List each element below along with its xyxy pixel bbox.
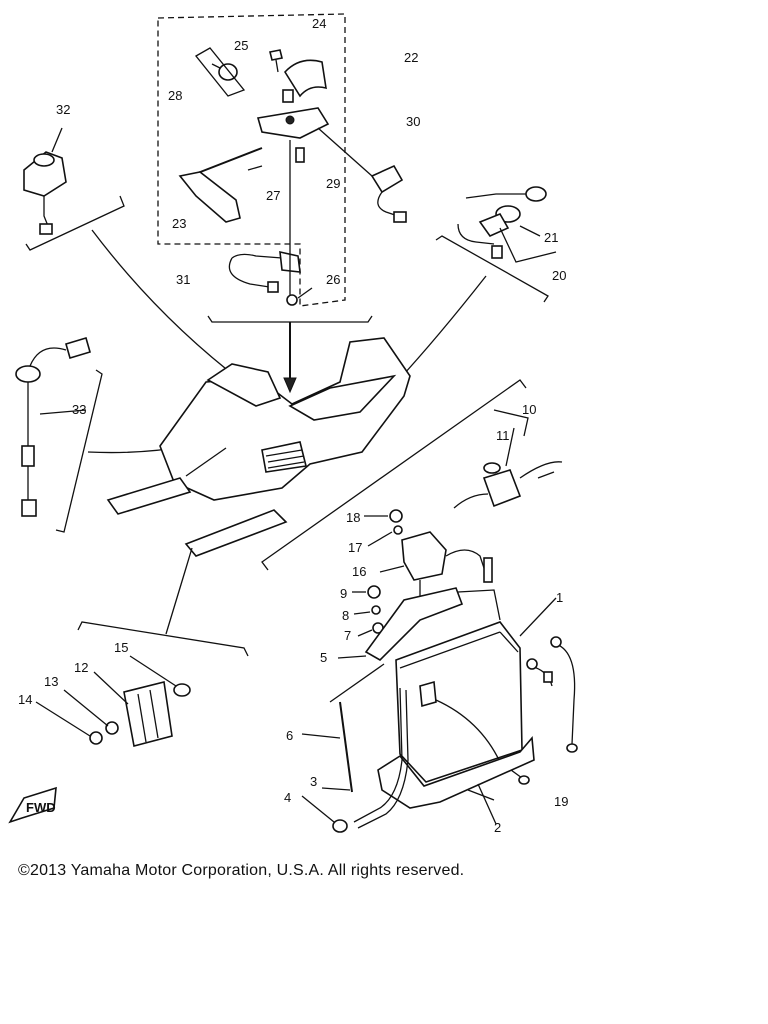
callout-5: 5	[320, 650, 327, 665]
callout-4: 4	[284, 790, 291, 805]
callout-20: 20	[552, 268, 566, 283]
callout-15: 15	[114, 640, 128, 655]
copyright-notice: ©2013 Yamaha Motor Corporation, U.S.A. A…	[18, 862, 465, 879]
callout-16: 16	[352, 564, 366, 579]
rectifier-12	[35, 547, 249, 747]
callout-17: 17	[348, 540, 362, 555]
throttle-assembly-group	[157, 13, 407, 307]
switch-33	[15, 337, 103, 533]
callout-1: 1	[556, 590, 563, 605]
callout-26: 26	[326, 272, 340, 287]
bracket-5	[337, 557, 501, 661]
callout-18: 18	[346, 510, 360, 525]
callout-28: 28	[168, 88, 182, 103]
snowmobile	[106, 337, 411, 557]
callout-6: 6	[286, 728, 293, 743]
callout-labels: 1 2 3 4 5 6 7 8 9 10 11 12 13 14 15 16 1…	[18, 16, 568, 835]
callout-24: 24	[312, 16, 326, 31]
callout-9: 9	[340, 586, 347, 601]
callout-31: 31	[176, 272, 190, 287]
parts-diagram: FWD 1 2 3 4 5 6 7 8 9 10 11 12 13 14 15 …	[8, 13, 578, 835]
svg-text:FWD: FWD	[26, 800, 56, 815]
callout-22: 22	[404, 50, 418, 65]
battery-cable-19	[526, 636, 578, 753]
callout-21: 21	[544, 230, 558, 245]
forward-arrow-icon: FWD	[8, 786, 57, 824]
callout-12: 12	[74, 660, 88, 675]
callout-14: 14	[18, 692, 32, 707]
callout-25: 25	[234, 38, 248, 53]
relay-16	[364, 509, 489, 604]
callout-29: 29	[326, 176, 340, 191]
callout-2: 2	[494, 820, 501, 835]
callout-32: 32	[56, 102, 70, 117]
callout-23: 23	[172, 216, 186, 231]
callout-11: 11	[496, 428, 510, 443]
callout-10: 10	[522, 402, 536, 417]
callout-27: 27	[266, 188, 280, 203]
brake-switch-20-21	[435, 186, 557, 303]
battery-hold-6	[301, 663, 409, 833]
ignition-switch-32	[23, 127, 125, 251]
battery-1	[377, 597, 557, 825]
callout-30: 30	[406, 114, 420, 129]
callout-8: 8	[342, 608, 349, 623]
callout-19: 19	[554, 794, 568, 809]
callout-3: 3	[310, 774, 317, 789]
callout-33: 33	[72, 402, 86, 417]
callout-13: 13	[44, 674, 58, 689]
relay-10-11	[453, 409, 563, 509]
callout-7: 7	[344, 628, 351, 643]
